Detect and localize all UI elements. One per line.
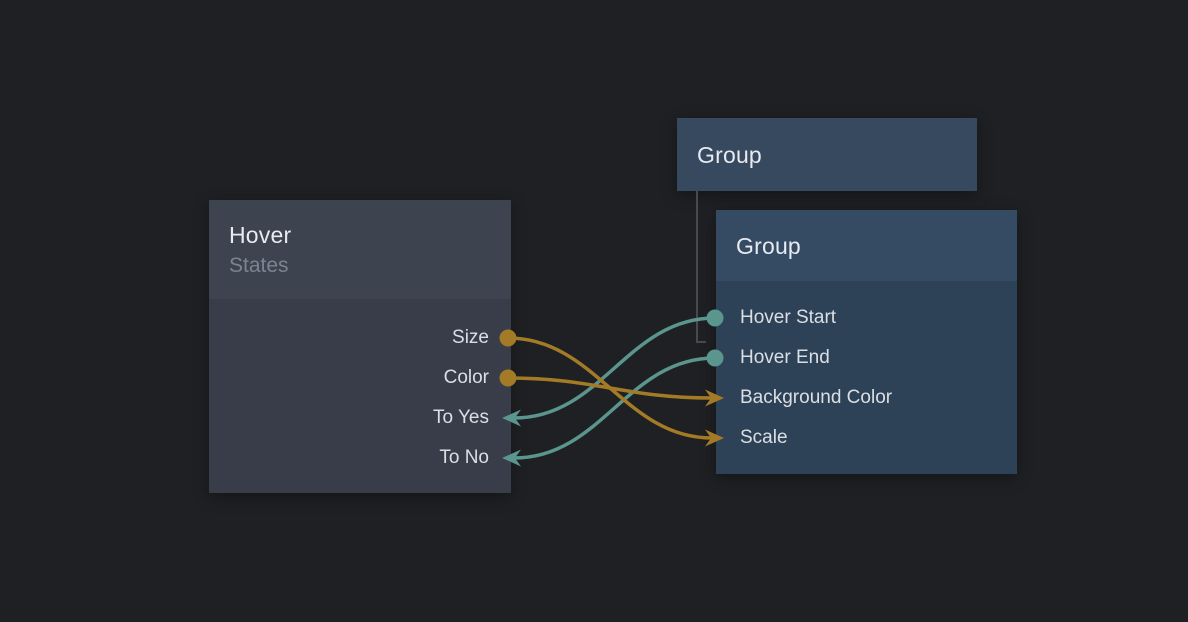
port-hover-end[interactable]: Hover End [716, 346, 1017, 370]
node-title: Group [697, 141, 762, 168]
port-scale[interactable]: Scale [716, 426, 1017, 450]
node-group-parent[interactable]: Group [677, 118, 977, 191]
port-color[interactable]: Color [209, 366, 511, 390]
port-label: Hover End [740, 347, 830, 368]
port-label: Color [443, 367, 489, 388]
node-subtitle: States [229, 253, 289, 277]
port-size[interactable]: Size [209, 326, 511, 350]
edge-wire-hover-color-to-group-background-color[interactable] [506, 376, 714, 400]
port-label: To No [439, 447, 489, 468]
port-label: To Yes [433, 407, 489, 428]
node-title: Hover [229, 221, 292, 248]
port-label: Hover Start [740, 307, 837, 328]
node-header-group[interactable]: Group [716, 210, 1017, 281]
node-title: Group [736, 232, 801, 259]
port-label: Size [452, 327, 489, 348]
hierarchy-link-group-parent-group [696, 191, 706, 343]
node-header-group-parent[interactable]: Group [677, 118, 977, 191]
edge-wire-group-hover-start-to-hover-to-yes[interactable] [512, 316, 717, 420]
port-to-yes[interactable]: To Yes [209, 406, 511, 430]
port-hover-start[interactable]: Hover Start [716, 306, 1017, 330]
edge-wire-group-hover-end-to-hover-to-no[interactable] [512, 356, 717, 460]
port-background-color[interactable]: Background Color [716, 386, 1017, 410]
port-to-no[interactable]: To No [209, 446, 511, 470]
port-label: Scale [740, 427, 788, 448]
port-label: Background Color [740, 387, 893, 408]
edge-wire-hover-size-to-group-scale[interactable] [506, 336, 714, 440]
